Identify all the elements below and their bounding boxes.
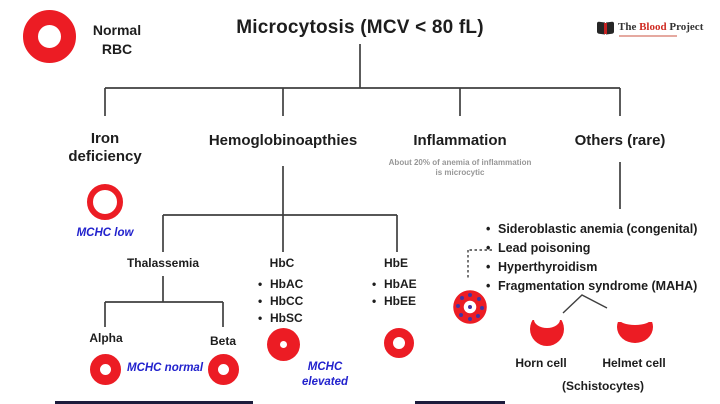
beta-label: Beta [209, 334, 236, 348]
dense-cell-icon [267, 328, 300, 361]
schistocytes-label: (Schistocytes) [561, 379, 645, 393]
mchc-low-note: MCHC low [76, 227, 134, 239]
list-item: Fragmentation syndrome (MAHA) [486, 277, 720, 296]
hbc-label: HbC [269, 256, 295, 270]
inflammation-note-line1: About 20% of anemia of inflammation [388, 158, 532, 167]
stipple-dots [468, 305, 472, 309]
hbe-variant-list: HbAE HbEE [372, 276, 442, 310]
hbe-label: HbE [384, 256, 408, 270]
normal-rbc-cell-icon [23, 10, 76, 63]
list-item: HbSC [258, 310, 328, 327]
open-book-icon [597, 21, 614, 35]
list-item: HbCC [258, 293, 328, 310]
bottom-edge-mark [55, 401, 253, 404]
normal-rbc-label: Normal RBC [92, 22, 142, 57]
logo-tagline-bar [619, 35, 677, 37]
mchc-normal-note: MCHC normal [126, 362, 204, 374]
list-item: HbAE [372, 276, 442, 293]
logo-text: The Blood Project [618, 21, 703, 33]
horn-cell-label: Horn cell [515, 356, 567, 370]
horn-cell-icon [530, 320, 564, 346]
list-item: HbAC [258, 276, 328, 293]
bottom-edge-mark [415, 401, 505, 404]
beta-thalassemia-cell-icon [208, 354, 239, 385]
inflammation-note: About 20% of anemia of inflammation is m… [375, 158, 545, 178]
list-item: Sideroblastic anemia (congenital) [486, 220, 720, 239]
logo-word-project: Project [669, 21, 704, 33]
helmet-cell-icon [617, 322, 653, 343]
logo-word-the: The [618, 21, 637, 33]
mchc-elevated-note: MCHC elevated [301, 361, 349, 388]
alpha-thalassemia-cell-icon [90, 354, 121, 385]
branch-inflammation: Inflammation [413, 132, 507, 149]
blood-project-logo: The Blood Project [597, 21, 715, 47]
inflammation-note-line2: is microcytic [435, 168, 485, 177]
hypochromic-cell-icon [87, 184, 123, 220]
branch-hemoglobinopathies: Hemoglobinoapthies [208, 132, 358, 149]
page-title: Microcytosis (MCV < 80 fL) [236, 17, 484, 38]
alpha-label: Alpha [89, 331, 123, 345]
list-item: Hyperthyroidism [486, 258, 720, 277]
helmet-cell-label: Helmet cell [602, 356, 666, 370]
branch-iron-deficiency: Iron deficiency [68, 130, 142, 165]
cell-center-dot [280, 341, 287, 348]
hbe-cell-icon [384, 328, 414, 358]
basophilic-stippling-cell-icon [453, 290, 487, 324]
others-causes-list: Sideroblastic anemia (congenital) Lead p… [486, 220, 720, 296]
list-item: HbEE [372, 293, 442, 310]
logo-word-blood: Blood [639, 21, 667, 33]
hbc-variant-list: HbAC HbCC HbSC [258, 276, 328, 327]
branch-others-rare: Others (rare) [574, 132, 666, 149]
list-item: Lead poisoning [486, 239, 720, 258]
thalassemia-label: Thalassemia [126, 256, 200, 270]
